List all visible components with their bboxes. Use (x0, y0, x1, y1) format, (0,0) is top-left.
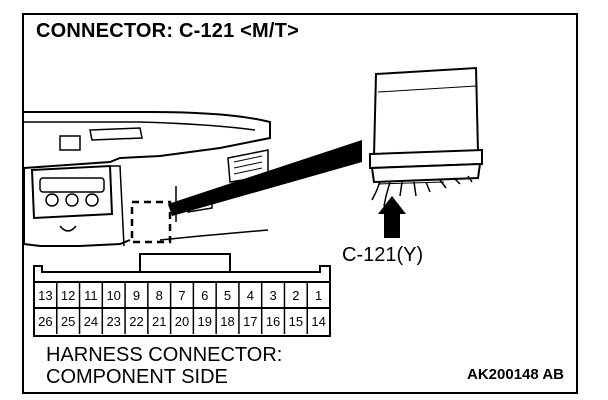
reference-code: AK200148 AB (467, 366, 564, 383)
pin-number: 4 (247, 288, 254, 303)
pin-number: 16 (266, 314, 280, 329)
pin-number: 5 (224, 288, 231, 303)
pin-number: 8 (156, 288, 163, 303)
up-arrow-icon (378, 196, 406, 238)
pin-number: 12 (61, 288, 75, 303)
figure-title: CONNECTOR: C-121 <M/T> (36, 20, 299, 42)
pin-number: 7 (178, 288, 185, 303)
pin-number: 24 (84, 314, 98, 329)
pin-number: 19 (198, 314, 212, 329)
pin-number: 14 (311, 314, 325, 329)
pin-number: 20 (175, 314, 189, 329)
pin-number: 17 (243, 314, 257, 329)
pin-number: 1 (315, 288, 322, 303)
pin-number: 10 (106, 288, 120, 303)
pin-number: 26 (38, 314, 52, 329)
pin-number: 11 (84, 288, 98, 303)
connector-location-marker (130, 200, 172, 244)
callout-wedge (168, 140, 362, 216)
harness-connector-face (33, 253, 331, 337)
pin-number: 2 (292, 288, 299, 303)
pin-number: 23 (106, 314, 120, 329)
pin-number: 21 (152, 314, 166, 329)
caption-line-2: COMPONENT SIDE (46, 366, 228, 388)
ecu-drawing-icon (369, 66, 483, 207)
pin-number: 9 (133, 288, 140, 303)
pin-number: 6 (201, 288, 208, 303)
dashboard-drawing-icon (23, 111, 271, 247)
pin-number: 15 (289, 314, 303, 329)
pin-number: 18 (220, 314, 234, 329)
caption-line-1: HARNESS CONNECTOR: (46, 344, 283, 366)
pin-number: 22 (129, 314, 143, 329)
pin-number: 3 (269, 288, 276, 303)
pin-number: 13 (38, 288, 52, 303)
pin-number: 25 (61, 314, 75, 329)
connector-callout-label: C-121(Y) (342, 244, 424, 266)
